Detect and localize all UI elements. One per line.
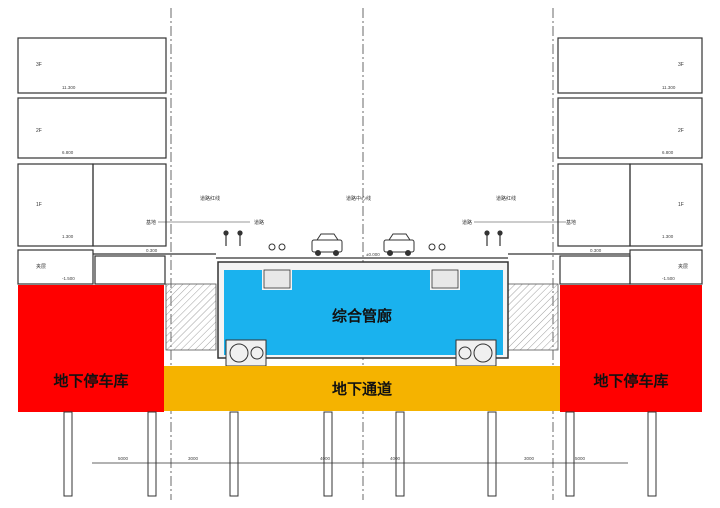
ground-surface	[93, 253, 630, 259]
right-garage-label: 地下停车库	[593, 372, 668, 390]
center-level-label: ±0.000	[366, 252, 380, 257]
dim-4: 4000	[390, 456, 401, 461]
left-building	[17, 37, 167, 285]
retaining-walls	[165, 283, 559, 351]
left-garage-zone	[18, 285, 164, 412]
elev-left-1: 11.300	[62, 85, 76, 90]
utility-tunnel-label: 综合管廊	[332, 307, 392, 325]
base-right-label: 基地	[566, 219, 576, 226]
axis-lines	[170, 8, 554, 500]
floor-labels-left: 3F 2F 1F 夹层 11.300 6.800 1.300 -1.500 0.…	[36, 62, 158, 281]
bicycle-icon	[268, 243, 446, 251]
floor-label-right-3f: 3F	[678, 62, 684, 68]
dimension-line: 5000 3000 4000 4000 3000 5000	[92, 456, 628, 464]
underground-passage-zone	[164, 366, 560, 411]
pipe-group-left	[225, 339, 267, 367]
floor-labels-right: 3F 2F 1F 夹层 11.300 6.800 1.300 -1.500 0.…	[590, 62, 688, 281]
elev-left-2: 6.800	[62, 150, 74, 155]
dim-1: 5000	[118, 456, 129, 461]
floor-label-right-1f: 1F	[678, 202, 684, 208]
right-garage-zone	[560, 285, 702, 412]
left-garage-label: 地下停车库	[53, 372, 128, 390]
ground-right: 0.300	[590, 248, 602, 253]
road-red-line-left-label: 道路红线	[200, 195, 220, 202]
car-icon	[383, 233, 415, 256]
base-left-label: 基地	[146, 219, 156, 226]
dim-6: 5000	[575, 456, 586, 461]
road-annotations: 道路红线 道路中心线 道路红线 基地 道路 道路 基地 ±0.000	[146, 195, 576, 257]
right-building	[557, 37, 703, 285]
floor-label-left-1f: 1F	[36, 202, 42, 208]
road-left-label: 道路	[254, 219, 264, 226]
road-centerline-label: 道路中心线	[346, 195, 371, 202]
pipe-group-right	[455, 339, 497, 367]
floor-label-left-2f: 2F	[36, 128, 42, 134]
elev-right-4: -1.500	[662, 276, 675, 281]
utility-tunnel-zone	[224, 270, 503, 355]
elev-right-1: 11.300	[662, 85, 676, 90]
vent-shaft-left	[263, 269, 291, 289]
underground-passage-label: 地下通道	[332, 380, 392, 398]
road-right-label: 道路	[462, 219, 472, 226]
dim-5: 3000	[524, 456, 535, 461]
car-icon	[311, 233, 343, 256]
floor-label-right-2f: 2F	[678, 128, 684, 134]
floor-label-left-3f: 3F	[36, 62, 42, 68]
elev-left-3: 1.300	[62, 234, 74, 239]
dim-2: 3000	[188, 456, 199, 461]
ground-left: 0.300	[146, 248, 158, 253]
road-red-line-right-label: 道路红线	[496, 195, 516, 202]
pedestrian-icon	[223, 230, 503, 246]
foundation-piles	[63, 411, 657, 497]
floor-label-right-mezz: 夹层	[678, 263, 688, 270]
elev-left-4: -1.500	[62, 276, 75, 281]
dim-3: 4000	[320, 456, 331, 461]
vent-shaft-right	[431, 269, 459, 289]
elev-right-2: 6.800	[662, 150, 674, 155]
elev-right-3: 1.300	[662, 234, 674, 239]
floor-label-left-mezz: 夹层	[36, 263, 46, 270]
